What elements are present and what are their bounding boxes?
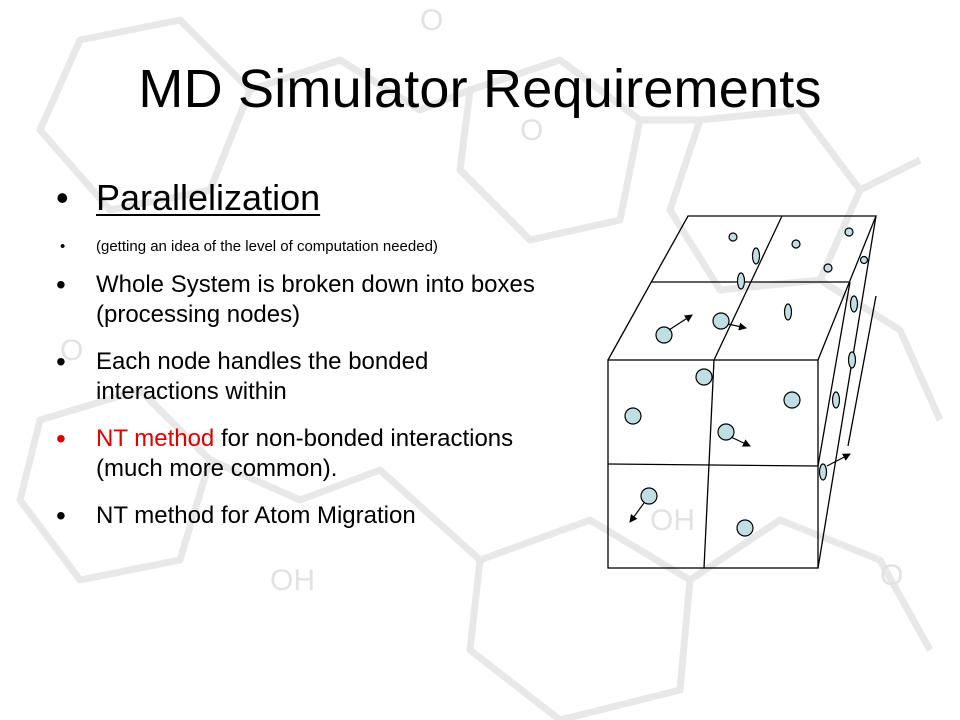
atom bbox=[695, 368, 713, 386]
bullet-dot: • bbox=[56, 423, 66, 454]
bullet-dot: • bbox=[56, 269, 66, 300]
velocity-arrow bbox=[668, 314, 693, 331]
watermark-label: O bbox=[60, 334, 83, 367]
atom bbox=[640, 487, 658, 505]
velocity-arrow bbox=[727, 322, 747, 331]
atom bbox=[655, 326, 673, 344]
velocity-arrow bbox=[629, 502, 645, 523]
bullet-text: (getting an idea of the level of computa… bbox=[96, 238, 438, 255]
watermark-ring bbox=[36, 16, 254, 214]
atom bbox=[736, 519, 754, 537]
watermark-label: OH bbox=[650, 504, 695, 537]
watermark-chain bbox=[208, 456, 483, 563]
bullet-boxes: • Whole System is broken down into boxes… bbox=[56, 270, 556, 330]
front-horizontal-divider bbox=[607, 463, 819, 467]
bullet-computation-note: • (getting an idea of the level of compu… bbox=[56, 234, 556, 260]
bullet-parallelization: • Parallelization bbox=[56, 176, 556, 220]
atom bbox=[783, 303, 793, 321]
watermark-label: O bbox=[520, 114, 543, 147]
slide-title: MD Simulator Requirements bbox=[138, 59, 822, 119]
atom bbox=[859, 255, 869, 265]
atom bbox=[783, 391, 801, 409]
atom bbox=[712, 312, 730, 330]
atom bbox=[823, 263, 833, 273]
bullet-dot: • bbox=[56, 177, 69, 218]
bullet-text: Whole System is broken down into boxes (… bbox=[96, 271, 535, 328]
bullet-text: for non-bonded interactions (much more c… bbox=[96, 425, 514, 482]
top-vertical-divider bbox=[713, 215, 783, 361]
bullet-dot: • bbox=[60, 238, 66, 255]
atom bbox=[624, 407, 642, 425]
watermark-label: OH bbox=[270, 564, 315, 597]
watermark-label: O bbox=[420, 4, 443, 37]
atom bbox=[831, 391, 841, 409]
watermark-chain bbox=[248, 56, 472, 114]
atom bbox=[849, 295, 859, 313]
atom bbox=[818, 463, 828, 481]
right-vertical-divider bbox=[817, 281, 851, 467]
atom bbox=[791, 239, 801, 249]
bullet-dot: • bbox=[56, 346, 66, 377]
atom bbox=[844, 227, 854, 237]
watermark-ring bbox=[466, 516, 694, 720]
bullet-bonded: • Each node handles the bonded interacti… bbox=[56, 347, 556, 407]
watermark-ring bbox=[16, 386, 214, 584]
atoms bbox=[624, 227, 869, 537]
bullet-highlight: NT method bbox=[96, 425, 215, 452]
cube-edges bbox=[607, 215, 877, 569]
atom bbox=[728, 232, 738, 242]
bullet-dot: • bbox=[56, 500, 66, 531]
atom bbox=[847, 351, 857, 369]
bullet-text: Parallelization bbox=[96, 177, 321, 218]
watermark-chain bbox=[818, 277, 944, 422]
velocity-arrow bbox=[730, 436, 751, 447]
bullet-text: Each node handles the bonded interaction… bbox=[96, 348, 429, 405]
watermark-ring bbox=[456, 56, 644, 244]
bullet-text: NT method for Atom Migration bbox=[96, 502, 416, 529]
bullet-list: • Parallelization • (getting an idea of … bbox=[56, 176, 556, 548]
migration-arrows bbox=[629, 314, 851, 523]
atom bbox=[751, 247, 761, 265]
right-inner-divider bbox=[847, 295, 877, 447]
right-face-edge bbox=[817, 215, 877, 569]
atom bbox=[717, 423, 735, 441]
front-vertical-divider bbox=[703, 359, 715, 569]
watermark-chain bbox=[858, 156, 922, 194]
watermark-label: O bbox=[880, 559, 903, 592]
velocity-arrow bbox=[826, 453, 851, 467]
watermark-chain bbox=[688, 516, 934, 652]
atom bbox=[736, 272, 746, 290]
bullet-nt-migration: • NT method for Atom Migration bbox=[56, 501, 556, 531]
box-decomposition-diagram bbox=[607, 215, 877, 569]
bullet-nt-nonbonded: • NT method for non-bonded interactions … bbox=[56, 424, 556, 484]
